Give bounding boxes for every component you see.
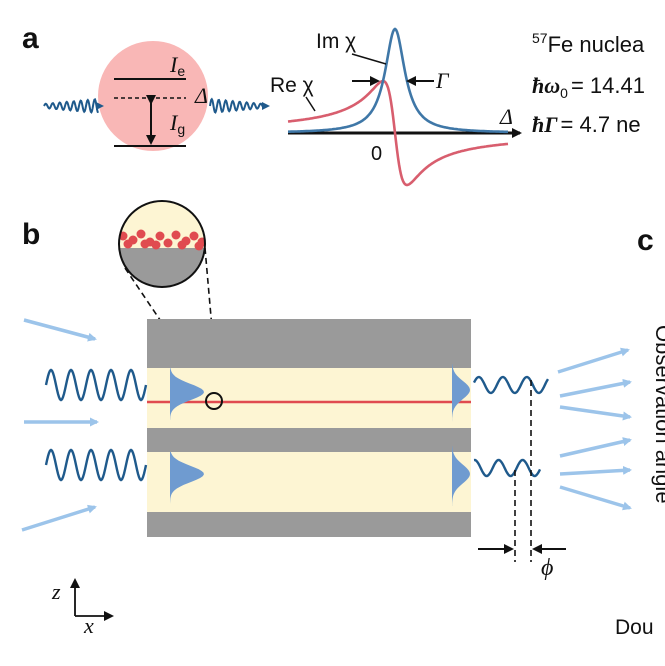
- guided-pulse-upper-left: [170, 368, 204, 420]
- nucleus-dot: [189, 231, 199, 241]
- ground-label: Ig: [169, 110, 185, 137]
- incident-beam-arrow-1: [23, 318, 97, 342]
- nucleus-dot: [171, 230, 181, 240]
- outgoing-beam-arrow-5: [559, 465, 632, 476]
- outgoing-wave-lower: [473, 458, 542, 478]
- observation-angle-label: Observation angle: [651, 325, 665, 504]
- outgoing-beam-arrow-1: [557, 347, 630, 374]
- real-chi-curve: [287, 79, 509, 187]
- nucleus-disk: [98, 41, 208, 151]
- nucleus-dot: [123, 239, 133, 249]
- nucleus-dot: [194, 241, 204, 251]
- outgoing-beam-arrow-4: [559, 437, 632, 458]
- nucleus-dot: [177, 240, 187, 250]
- waveguide-core-lower: [147, 452, 471, 512]
- x-axis-label-coord: x: [83, 613, 94, 638]
- incident-photon-arrowhead: [96, 102, 104, 110]
- nucleus-dot: [140, 239, 150, 249]
- linewidth-label: Γ: [435, 68, 450, 93]
- detuning-label: Δ: [194, 83, 208, 108]
- z-axis-label: z: [51, 579, 61, 604]
- magnifier-inset: [119, 201, 205, 287]
- incident-wave-upper: [44, 368, 148, 402]
- magnifier-rim: [118, 200, 206, 288]
- im-chi-leader: [351, 53, 387, 65]
- panel-label-a: a: [22, 22, 39, 55]
- nucleus-dot: [155, 231, 165, 241]
- nucleus-dot: [151, 240, 161, 250]
- transition-energy-line: ħω0= 14.41: [532, 73, 645, 101]
- nucleus-dot: [163, 238, 173, 248]
- outgoing-wave-upper: [472, 375, 550, 395]
- panel-label-b: b: [22, 218, 40, 251]
- nucleus-dot: [136, 229, 146, 239]
- imag-chi-curve: [288, 27, 508, 134]
- linewidth-line: ħΓ= 4.7 ne: [532, 112, 641, 137]
- outgoing-beam-arrow-2: [559, 378, 632, 398]
- zero-tick-label: 0: [371, 143, 382, 165]
- panel-label-c: c: [637, 224, 654, 257]
- excited-label: Ie: [169, 52, 185, 79]
- outgoing-beam-arrow-3: [559, 405, 632, 421]
- im-chi-label: Im χ: [316, 30, 356, 53]
- emitted-photon-arrowhead: [262, 102, 270, 110]
- incident-wave-lower: [44, 448, 148, 482]
- phase-label: ϕ: [541, 555, 553, 581]
- guided-pulse-upper-right: [452, 364, 470, 422]
- re-chi-leader: [305, 96, 316, 112]
- guided-pulse-lower-right: [452, 446, 470, 506]
- incident-beam-arrow-3: [21, 504, 97, 532]
- waveguide-core-upper: [147, 368, 471, 428]
- outgoing-beam-arrow-6: [559, 485, 632, 511]
- guided-pulse-lower-left: [170, 452, 204, 504]
- x-axis-label: Δ: [499, 104, 513, 129]
- zoom-spot: [205, 392, 223, 410]
- magnifier-leader-left: [124, 267, 213, 398]
- panel-c-caption: Dou: [615, 616, 654, 639]
- re-chi-label: Re χ: [270, 74, 314, 97]
- isotope-line: 57Fe nuclea: [532, 30, 645, 57]
- incident-photon-wave: [43, 97, 99, 114]
- emitted-photon-wave: [209, 97, 265, 114]
